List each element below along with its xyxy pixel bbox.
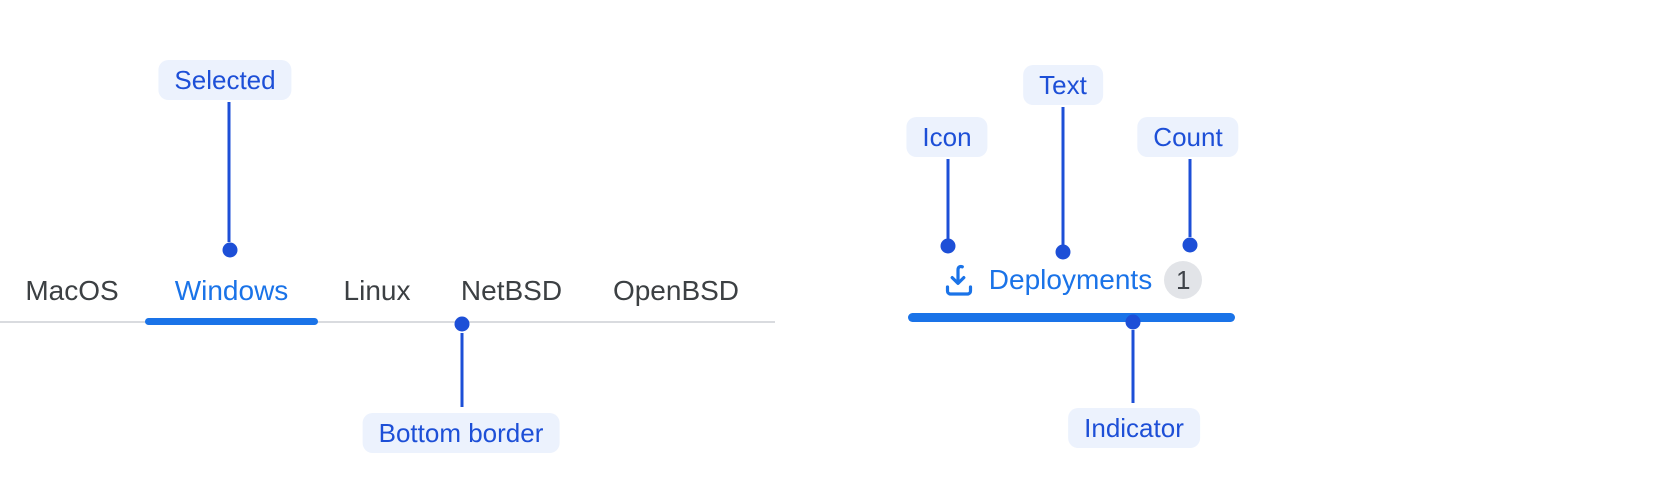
tab-deployments[interactable]: Deployments 1 — [908, 254, 1235, 306]
annotation-line-bottom-border — [460, 333, 464, 407]
selected-tab-indicator — [908, 313, 1235, 322]
tab-linux[interactable]: Linux — [319, 260, 435, 321]
annotation-dot-text — [1055, 244, 1071, 260]
tab-openbsd[interactable]: OpenBSD — [588, 260, 764, 321]
annotation-dot-bottom-border — [454, 316, 470, 332]
tab-netbsd[interactable]: NetBSD — [435, 260, 588, 321]
tab-bar: MacOS Windows Linux NetBSD OpenBSD — [0, 260, 775, 325]
tab-label: Linux — [343, 274, 411, 306]
annotation-count: Count — [1137, 117, 1239, 157]
annotation-dot-icon — [940, 238, 956, 254]
annotation-bottom-border: Bottom border — [362, 413, 560, 453]
tab-macos[interactable]: MacOS — [0, 260, 144, 321]
tab-label: Windows — [174, 274, 289, 306]
annotation-dot-selected — [222, 242, 238, 258]
tab-deployments-label: Deployments — [988, 264, 1153, 295]
annotation-selected: Selected — [158, 60, 292, 100]
annotation-dot-indicator — [1125, 314, 1141, 330]
download-icon — [945, 264, 972, 296]
tab-label: NetBSD — [460, 274, 563, 306]
annotation-line-text — [1061, 107, 1065, 245]
annotation-line-icon — [946, 159, 950, 239]
tab-label: MacOS — [25, 274, 119, 306]
annotation-dot-count — [1182, 237, 1198, 253]
annotation-line-indicator — [1131, 330, 1135, 403]
annotation-line-count — [1188, 159, 1192, 237]
annotation-text: Text — [1023, 65, 1103, 105]
annotation-line-selected — [227, 102, 231, 242]
annotation-icon: Icon — [906, 117, 988, 157]
selected-tab-underline — [145, 318, 318, 325]
annotation-indicator: Indicator — [1068, 408, 1200, 448]
tab-count-badge: 1 — [1164, 261, 1203, 299]
tab-windows-selected[interactable]: Windows — [144, 260, 319, 325]
tab-label: OpenBSD — [612, 274, 740, 306]
